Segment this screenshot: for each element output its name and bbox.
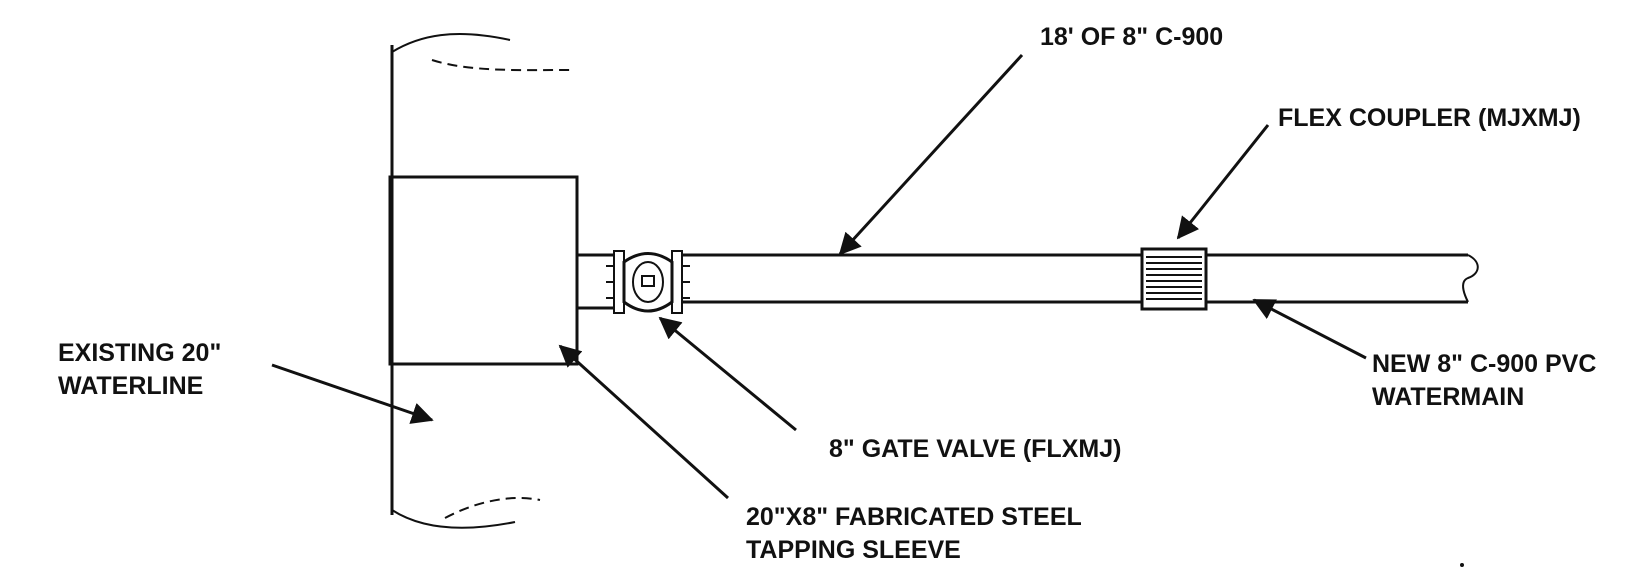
arrow-flex-coupler	[1176, 124, 1270, 240]
c900-pipe-segment	[682, 253, 1142, 304]
arrow-existing-waterline	[271, 363, 434, 424]
tapping-sleeve	[388, 175, 579, 366]
arrow-new-watermain	[1252, 298, 1367, 360]
gate-valve	[606, 250, 690, 314]
existing-waterline-bottom-break	[391, 509, 516, 529]
new-watermain-pipe	[1206, 253, 1479, 304]
existing-waterline-label-line1: EXISTING 20"	[58, 339, 221, 367]
valve-stub-pipe	[577, 253, 615, 310]
pipe-length-label: 18' OF 8" C-900	[1040, 23, 1223, 51]
new-watermain-label-line1: NEW 8" C-900 PVC	[1372, 350, 1596, 378]
existing-waterline-top-break-far	[431, 59, 571, 72]
flex-coupler	[1140, 247, 1208, 311]
existing-waterline	[390, 33, 571, 529]
arrow-gate-valve	[658, 316, 797, 432]
gate-valve-label: 8" GATE VALVE (FLXMJ)	[829, 435, 1121, 463]
new-watermain-label-line2: WATERMAIN	[1372, 383, 1524, 411]
tapping-sleeve-label-line1: 20"X8" FABRICATED STEEL	[746, 503, 1082, 531]
existing-waterline-top-break	[391, 33, 511, 53]
flex-coupler-label: FLEX COUPLER (MJXMJ)	[1278, 104, 1581, 132]
existing-waterline-bottom-break-far	[444, 497, 541, 519]
tapping-sleeve-label-line2: TAPPING SLEEVE	[746, 536, 961, 564]
stray-mark	[1460, 563, 1464, 567]
arrow-pipe-length	[838, 53, 1024, 256]
arrow-tapping-sleeve	[558, 344, 730, 500]
existing-waterline-label-line2: WATERLINE	[58, 372, 203, 400]
watermain-break-end	[1462, 254, 1479, 303]
